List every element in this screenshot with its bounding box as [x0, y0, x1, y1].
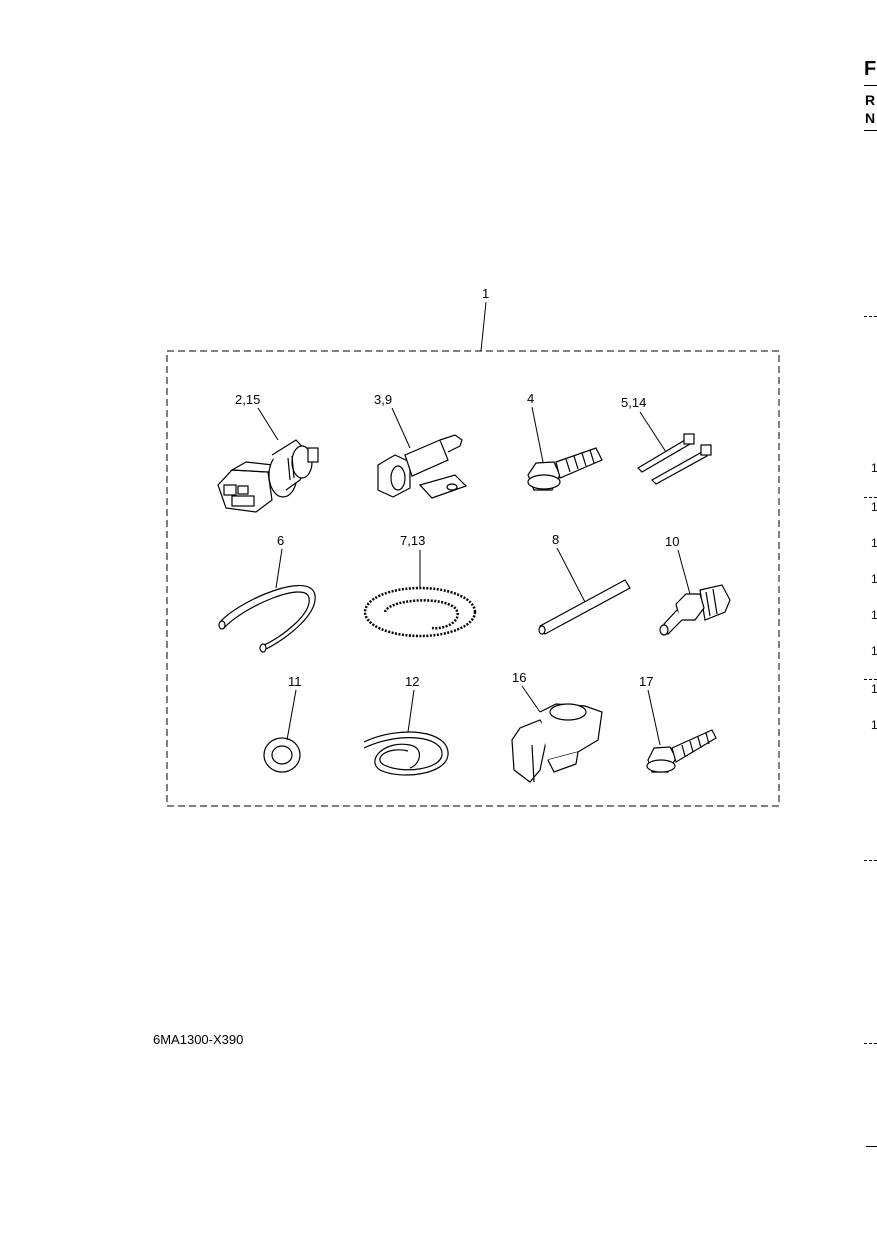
callout-4: 4 — [527, 391, 534, 406]
leader-12 — [407, 689, 415, 733]
leader-16 — [521, 685, 541, 713]
callout-16: 16 — [512, 670, 526, 685]
leader-17 — [647, 689, 661, 746]
margin-tick — [864, 497, 877, 498]
leader-6 — [275, 548, 283, 589]
margin-number-6: 1 — [871, 644, 877, 658]
leader-2-15 — [257, 407, 279, 441]
callout-3-9: 3,9 — [374, 392, 392, 407]
margin-number-4: 1 — [871, 572, 877, 586]
leader-8 — [556, 547, 586, 603]
margin-tick — [864, 860, 877, 861]
coiled-hose-part — [363, 731, 449, 776]
margin-tick — [864, 679, 877, 680]
leader-1 — [480, 301, 487, 352]
flange-bolt-part — [527, 447, 603, 491]
margin-rule — [866, 1146, 877, 1147]
pressure-sensor-part — [217, 439, 319, 513]
callout-11: 11 — [288, 674, 302, 689]
margin-rule — [864, 85, 877, 86]
leader-10 — [677, 549, 691, 595]
callout-8: 8 — [552, 532, 559, 547]
tube-part — [538, 579, 631, 635]
margin-number-1: 1 — [871, 461, 877, 475]
hose-part — [218, 584, 316, 653]
washer-part — [263, 737, 301, 773]
callout-1: 1 — [482, 286, 489, 301]
leader-3-9 — [391, 407, 411, 449]
margin-rule — [864, 130, 877, 131]
hose-clip-part — [511, 703, 603, 783]
leader-5-14 — [639, 411, 667, 453]
margin-letter-2: R — [865, 92, 876, 108]
margin-letter-1: F — [864, 58, 877, 80]
callout-12: 12 — [405, 674, 419, 689]
callout-2-15: 2,15 — [235, 392, 260, 407]
margin-tick — [864, 316, 877, 317]
margin-tick — [864, 1043, 877, 1044]
figure-code: 6MA1300-X390 — [153, 1032, 244, 1047]
margin-number-7: 1 — [871, 682, 877, 696]
adapter-fitting-part — [377, 434, 468, 499]
callout-10: 10 — [665, 534, 679, 549]
callout-17: 17 — [639, 674, 653, 689]
margin-number-3: 1 — [871, 536, 877, 550]
margin-number-8: 1 — [871, 718, 877, 732]
margin-number-5: 1 — [871, 608, 877, 622]
callout-5-14: 5,14 — [621, 395, 646, 410]
leader-4 — [531, 406, 544, 463]
coil-protector-part — [363, 586, 477, 638]
margin-letter-3: N — [865, 110, 876, 126]
nipple-fitting-part — [659, 584, 731, 636]
leader-11 — [286, 689, 297, 741]
margin-number-2: 1 — [871, 500, 877, 514]
cable-tie-part — [637, 433, 712, 485]
callout-7-13: 7,13 — [400, 533, 425, 548]
tapping-screw-part — [646, 729, 717, 773]
kit-boundary — [166, 350, 780, 807]
callout-6: 6 — [277, 533, 284, 548]
